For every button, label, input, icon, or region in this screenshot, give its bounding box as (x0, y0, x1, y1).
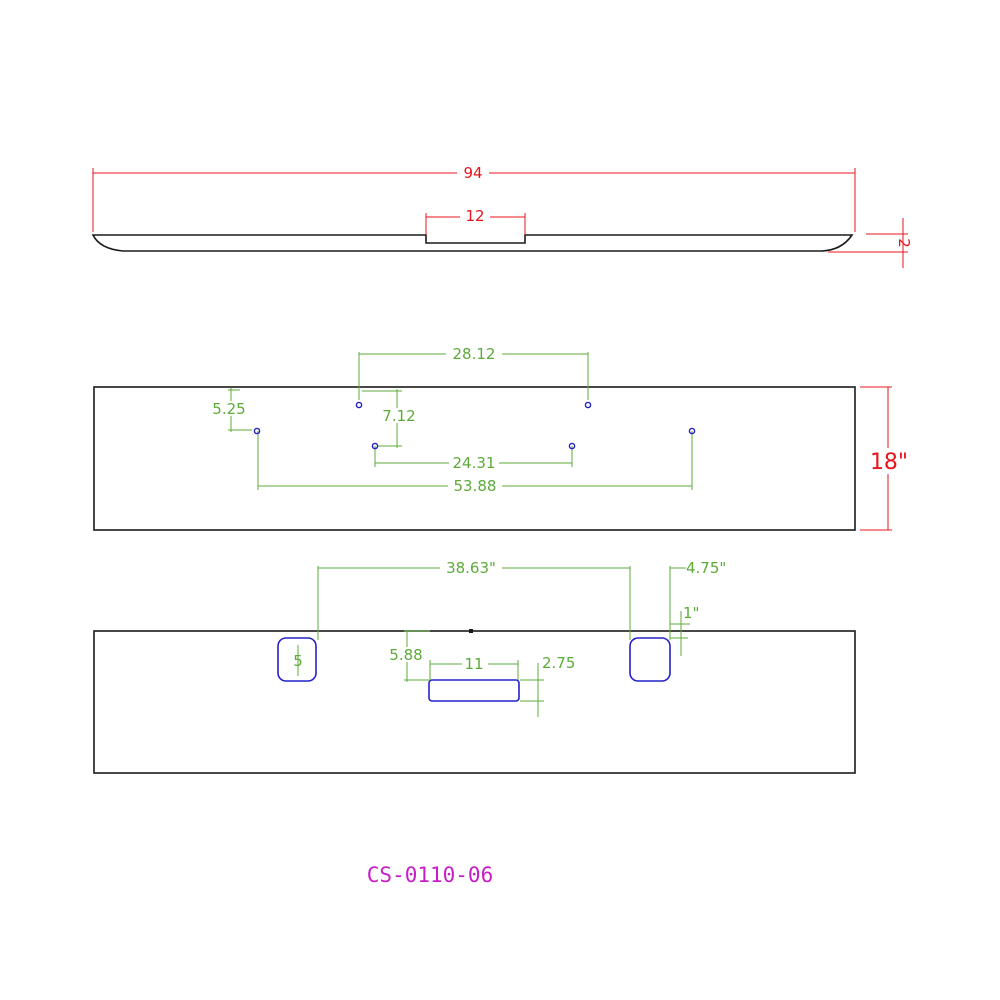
face-view: 38.63" 4.75" 1" 5 5.88 11 2.75 (93, 559, 856, 774)
face-view-outline (93, 630, 856, 774)
mounting-hole (253, 427, 261, 435)
light-height-label: 5 (293, 652, 303, 670)
plate-width-label: 11 (464, 655, 483, 673)
outer-offset-label: 5.25 (212, 400, 245, 418)
plate-cutout (428, 679, 520, 702)
outer-hole-spacing-label: 53.88 (454, 477, 497, 495)
notch-width-label: 12 (465, 207, 484, 225)
light-size-label: 4.75" (686, 559, 726, 577)
plate-height-label: 2.75 (542, 654, 575, 672)
mounting-view-outline (93, 386, 856, 531)
mounting-hole (688, 427, 696, 435)
mounting-hole (584, 401, 592, 409)
mounting-hole (355, 401, 363, 409)
upper-hole-spacing-label: 28.12 (453, 345, 496, 363)
light-spacing-label: 38.63" (446, 559, 496, 577)
light-cutout-left (277, 637, 317, 682)
upper-to-lower-label: 7.12 (382, 407, 415, 425)
width-label: 18" (870, 450, 908, 475)
inner-hole-spacing-label: 24.31 (453, 454, 496, 472)
mounting-hole (371, 442, 379, 450)
light-offset-label: 1" (683, 604, 699, 622)
part-number: CS-0110-06 (367, 863, 493, 887)
mounting-hole (568, 442, 576, 450)
side-view: 94 12 2 (91, 163, 913, 268)
overall-length-label: 94 (463, 164, 482, 182)
center-mark (469, 629, 473, 633)
plate-depth-label: 5.88 (389, 646, 422, 664)
bumper-side-outline (91, 234, 854, 252)
mounting-view: 28.12 5.25 7.12 24.31 53.88 (93, 345, 912, 531)
height-label: 2 (895, 238, 913, 248)
light-cutout-right (629, 637, 671, 682)
